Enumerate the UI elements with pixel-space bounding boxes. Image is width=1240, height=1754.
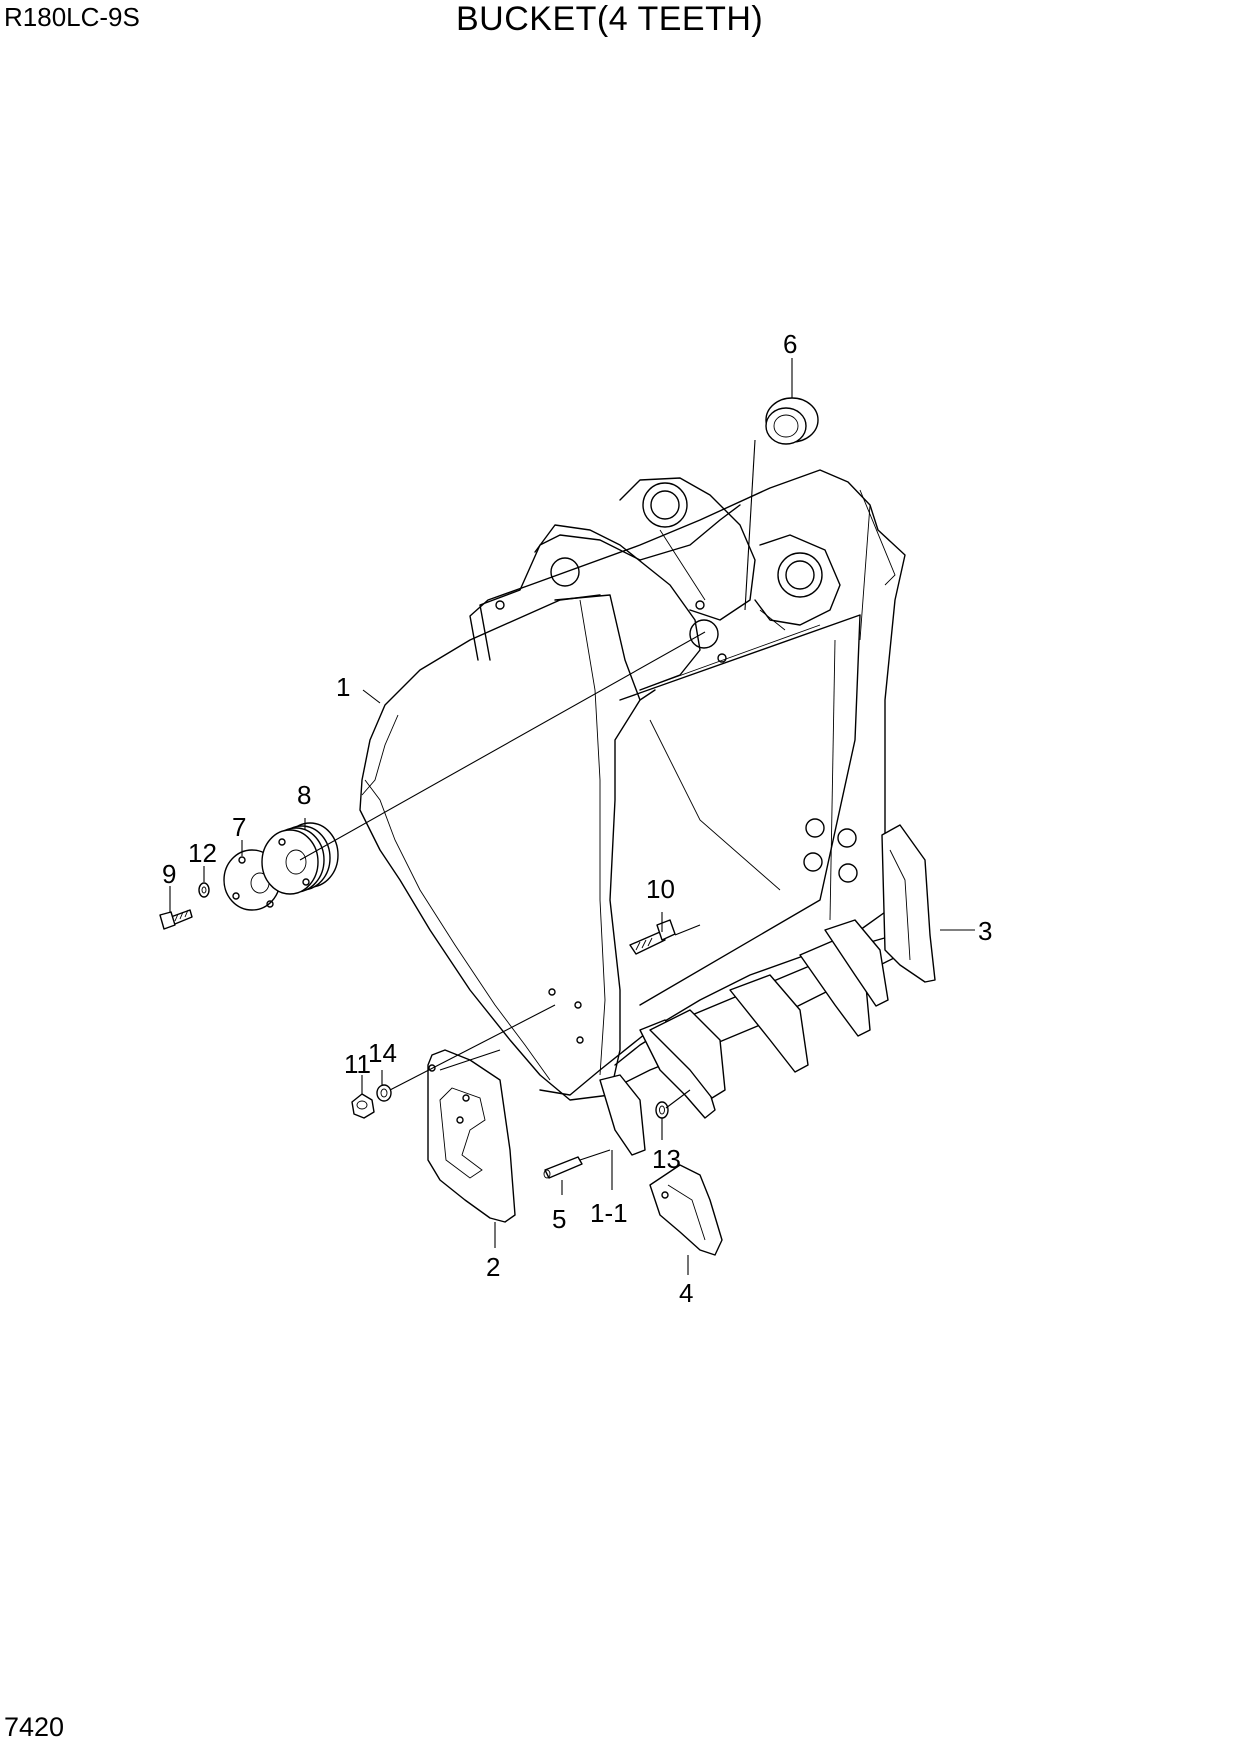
washer-12: [198, 882, 210, 898]
bucket-side-plate: [359, 594, 656, 1101]
bucket-body: [359, 469, 906, 1101]
callout-7: 7: [232, 812, 246, 842]
bolt-10: [629, 919, 676, 955]
diagram-title: BUCKET(4 TEETH): [456, 0, 764, 38]
lock-13: [655, 1101, 669, 1119]
callout-labels: 1 1-1 2 3 4 5 6 7 8 9 10 11 12 13 14: [162, 329, 992, 1308]
callout-11: 11: [344, 1049, 371, 1079]
callout-13: 13: [652, 1144, 681, 1174]
explode-lines: [299, 439, 756, 1161]
teeth-row: [599, 919, 889, 1156]
callout-10: 10: [646, 874, 675, 904]
callout-8: 8: [297, 780, 311, 810]
bolt-9: [159, 909, 193, 930]
bucket-rear-plate: [469, 469, 906, 1096]
washer-14: [376, 1084, 392, 1102]
callout-12: 12: [188, 838, 217, 868]
pin-5: [543, 1156, 583, 1179]
nut-11: [351, 1093, 375, 1119]
side-cutter-right: [881, 824, 936, 983]
callout-14: 14: [368, 1038, 397, 1068]
spacer-8: [261, 822, 339, 895]
side-bolts: [803, 818, 858, 883]
callout-1: 1: [336, 672, 350, 702]
callout-5: 5: [552, 1204, 566, 1234]
callout-1-1: 1-1: [590, 1198, 628, 1228]
callout-6: 6: [783, 329, 797, 359]
page-number: 7420: [4, 1712, 65, 1742]
callout-4: 4: [679, 1278, 693, 1308]
side-cutter-left: [427, 1049, 516, 1223]
bucket-brackets: [479, 477, 841, 691]
bushing-6: [765, 397, 819, 445]
tooth-point: [649, 1164, 723, 1256]
callout-3: 3: [978, 916, 992, 946]
callout-9: 9: [162, 859, 176, 889]
callout-leaders: [169, 358, 975, 1275]
callout-2: 2: [486, 1252, 500, 1282]
model-name: R180LC-9S: [4, 2, 140, 32]
